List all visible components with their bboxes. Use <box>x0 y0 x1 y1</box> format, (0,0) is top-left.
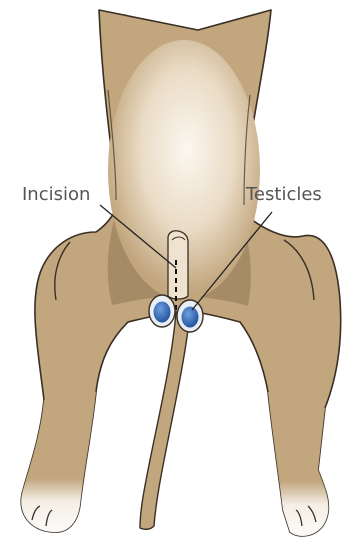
incision-label: Incision <box>22 184 90 205</box>
left-leg-white <box>21 390 96 532</box>
sheath <box>168 231 188 299</box>
tail <box>140 312 190 529</box>
testicles-label: Testicles <box>245 184 322 205</box>
testicle-right <box>177 300 203 332</box>
testicle-left <box>149 295 175 327</box>
